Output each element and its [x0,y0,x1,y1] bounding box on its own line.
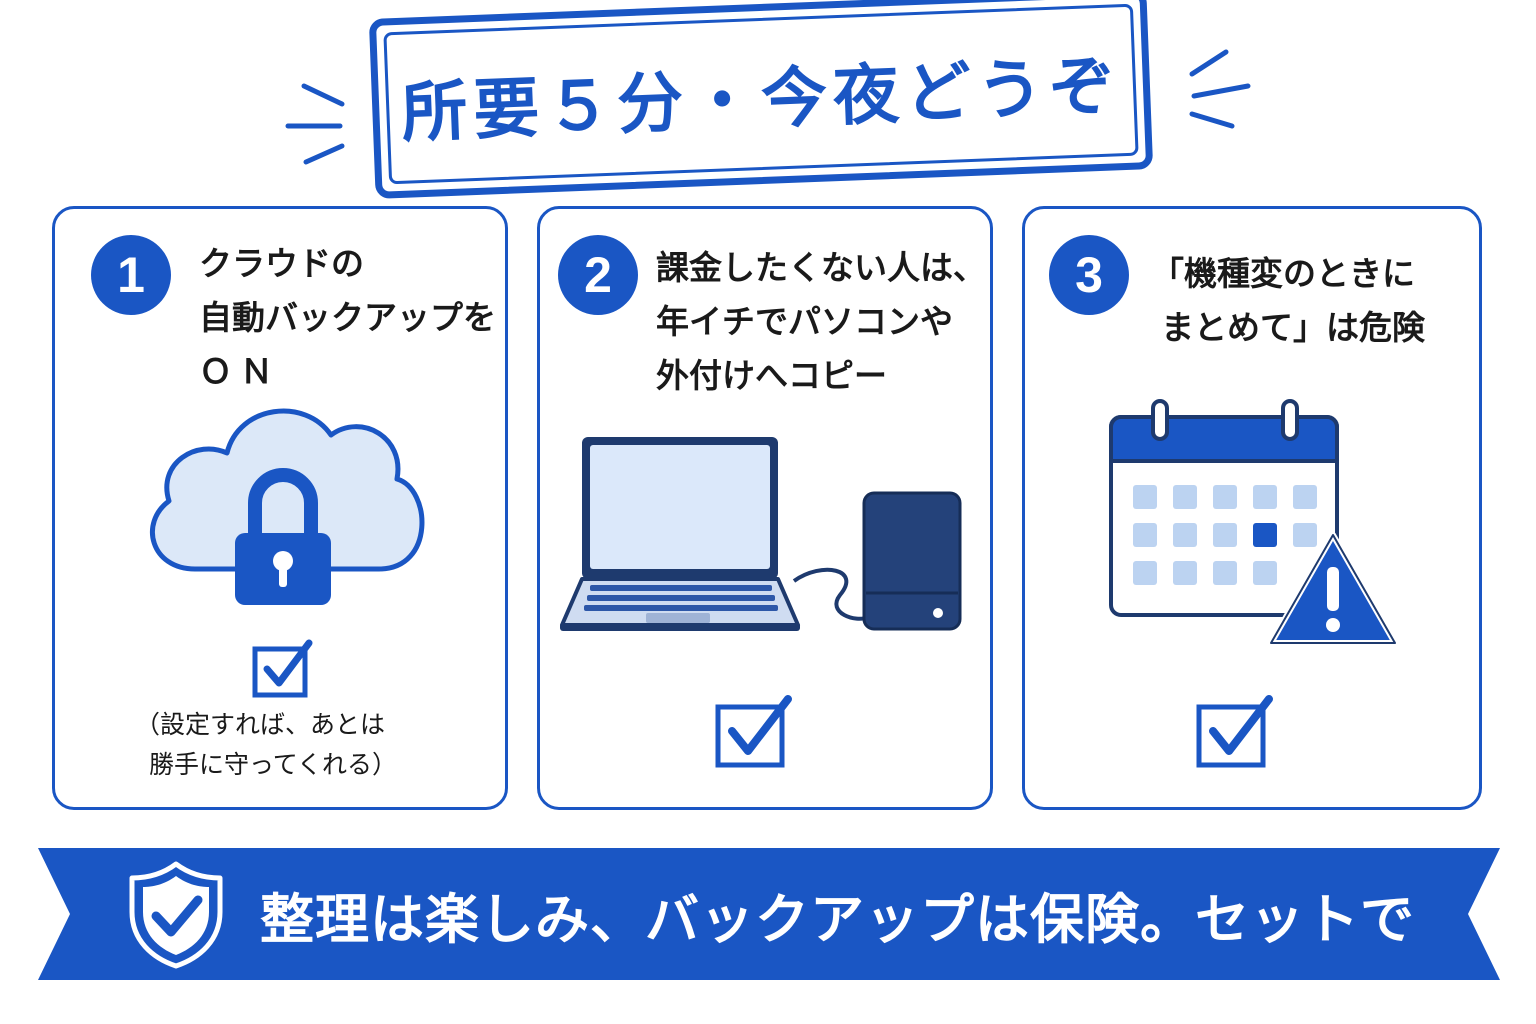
checkbox-checked-icon [1196,695,1273,768]
step-title-line: ＯＮ [199,352,281,391]
stamp-title: 所要５分・今夜どうぞ [399,47,1123,152]
step-title: クラウドの 自動バックアップを ＯＮ [199,237,496,399]
burst-lines-left-icon [285,83,345,165]
step-note: （設定すれば、あとは 勝手に守ってくれる） [135,705,397,785]
checkbox-checked-icon [715,695,792,768]
shield-check-icon [129,861,223,969]
step-card-1: 1 クラウドの 自動バックアップを ＯＮ （設定すれば、あとは 勝手に守ってくれ… [52,206,508,810]
step-title-line: 外付けへコピー [656,356,887,395]
step-note-line: 勝手に守ってくれる） [149,750,398,779]
step-number-badge: 2 [558,235,638,315]
step-note-line: （設定すれば、あとは [135,710,386,739]
banner-text: 整理は楽しみ、バックアップは保険。セットで [260,887,1415,951]
step-card-2: 2 課金したくない人は、 年イチでパソコンや 外付けへコピー [537,206,993,810]
step-title: 課金したくない人は、 年イチでパソコンや 外付けへコピー [656,241,986,403]
step-title-line: 自動バックアップを [199,298,496,337]
header-stamp: 所要５分・今夜どうぞ [368,0,1154,199]
bottom-banner [38,848,1500,980]
step-number-badge: 3 [1049,235,1129,315]
checkbox-checked-icon [252,639,313,698]
step-title-line: まとめて」は危険 [1161,308,1425,347]
step-title-line: 「機種変のときに [1151,254,1415,293]
step-title: 「機種変のときに まとめて」は危険 [1151,247,1425,355]
step-card-3: 3 「機種変のときに まとめて」は危険 [1022,206,1482,810]
cloud-lock-icon [150,408,425,605]
step-number-badge: 1 [91,235,171,315]
step-title-line: 年イチでパソコンや [656,302,953,341]
step-title-line: クラウドの [199,244,364,283]
step-title-line: 課金したくない人は、 [656,248,986,287]
burst-lines-right-icon [1189,49,1251,129]
calendar-warning-icon [1109,399,1398,646]
laptop-external-drive-icon [560,437,962,631]
